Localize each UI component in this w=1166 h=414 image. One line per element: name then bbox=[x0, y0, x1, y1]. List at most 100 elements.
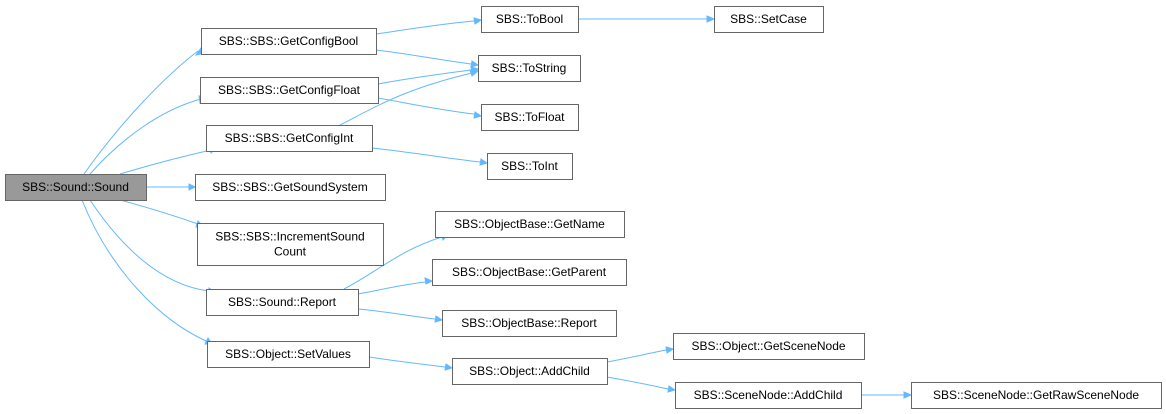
node-tofloat[interactable]: SBS::ToFloat bbox=[481, 104, 579, 131]
edge-line bbox=[339, 72, 473, 126]
arrowhead bbox=[470, 60, 480, 68]
edge-line bbox=[81, 199, 207, 342]
edge-getconfigbool-to-tostring bbox=[375, 49, 480, 68]
node-label: SBS::Sound::Report bbox=[228, 295, 337, 309]
node-scenenodeaddchild[interactable]: SBS::SceneNode::AddChild bbox=[675, 382, 862, 409]
node-report[interactable]: SBS::Sound::Report bbox=[206, 289, 359, 316]
edge-line bbox=[375, 20, 475, 35]
edge-getconfigint-to-toint bbox=[371, 147, 489, 166]
node-box bbox=[487, 153, 573, 180]
node-tostring[interactable]: SBS::ToString bbox=[478, 55, 581, 82]
edge-sound-to-getsoundsystem bbox=[146, 183, 197, 191]
edge-report-to-objreport bbox=[357, 308, 444, 323]
node-box bbox=[442, 310, 617, 337]
node-getsoundsystem[interactable]: SBS::SBS::GetSoundSystem bbox=[195, 174, 386, 201]
node-label: SBS::ToString bbox=[492, 61, 567, 75]
edge-getconfigfloat-to-tofloat bbox=[377, 97, 483, 119]
node-setvalues[interactable]: SBS::Object::SetValues bbox=[207, 341, 370, 368]
edge-line bbox=[371, 147, 481, 163]
edge-getconfigbool-to-tobool bbox=[375, 17, 483, 35]
arrowhead bbox=[473, 17, 483, 25]
node-label: SBS::Object::SetValues bbox=[225, 347, 351, 361]
node-getparent[interactable]: SBS::ObjectBase::GetParent bbox=[432, 259, 627, 286]
node-objreport[interactable]: SBS::ObjectBase::Report bbox=[442, 310, 617, 337]
edge-line bbox=[368, 356, 446, 368]
node-label: SBS::SBS::GetSoundSystem bbox=[212, 180, 367, 194]
node-layer: SBS::Sound::Sound SBS::SBS::GetConfigBool… bbox=[5, 6, 1162, 409]
edge-getconfigint-to-tostring bbox=[339, 69, 480, 126]
node-box bbox=[452, 358, 608, 385]
node-label: SBS::ObjectBase::Report bbox=[461, 316, 597, 330]
node-sound[interactable]: SBS::Sound::Sound bbox=[5, 174, 147, 201]
node-getconfigbool[interactable]: SBS::SBS::GetConfigBool bbox=[201, 28, 377, 55]
node-getrawscenenode[interactable]: SBS::SceneNode::GetRawSceneNode bbox=[911, 382, 1162, 409]
edge-line bbox=[357, 308, 436, 320]
node-label: SBS::SBS::GetConfigFloat bbox=[218, 83, 361, 97]
edge-line bbox=[606, 376, 669, 390]
node-label: Count bbox=[274, 245, 307, 259]
arrowhead bbox=[424, 277, 434, 285]
node-setcase[interactable]: SBS::SetCase bbox=[714, 6, 824, 33]
node-getconfigfloat[interactable]: SBS::SBS::GetConfigFloat bbox=[200, 77, 379, 104]
arrowhead bbox=[706, 15, 716, 23]
edge-sound-to-report bbox=[89, 199, 216, 296]
node-box bbox=[435, 211, 625, 238]
node-box bbox=[481, 6, 579, 33]
edge-line bbox=[343, 236, 443, 290]
node-addchild[interactable]: SBS::Object::AddChild bbox=[452, 358, 608, 385]
node-box bbox=[481, 104, 579, 131]
edge-sound-to-incrementsoundcount bbox=[119, 199, 206, 228]
node-box bbox=[195, 174, 386, 201]
arrowhead bbox=[434, 315, 444, 323]
edge-sound-to-getconfigbool bbox=[83, 47, 205, 175]
node-box bbox=[5, 174, 147, 201]
arrowhead bbox=[469, 69, 480, 77]
edge-line bbox=[377, 97, 475, 115]
edge-line bbox=[119, 149, 212, 175]
edge-line bbox=[119, 199, 199, 225]
arrowhead bbox=[903, 391, 913, 399]
node-toint[interactable]: SBS::ToInt bbox=[487, 153, 573, 180]
node-label: SBS::SBS::GetConfigInt bbox=[225, 131, 354, 145]
edge-line bbox=[377, 69, 472, 85]
edge-line bbox=[89, 199, 210, 292]
node-box bbox=[673, 333, 865, 360]
node-label: SBS::SceneNode::GetRawSceneNode bbox=[933, 388, 1139, 402]
node-label: SBS::SceneNode::AddChild bbox=[694, 388, 843, 402]
node-label: SBS::Object::GetSceneNode bbox=[691, 339, 845, 353]
edge-setvalues-to-addchild bbox=[368, 356, 454, 371]
node-box bbox=[201, 28, 377, 55]
arrowhead bbox=[473, 111, 483, 119]
node-label: SBS::ObjectBase::GetName bbox=[454, 217, 605, 231]
node-label: SBS::ToFloat bbox=[494, 110, 565, 124]
edge-sound-to-getconfigfloat bbox=[89, 95, 208, 175]
arrowhead bbox=[665, 346, 675, 354]
edge-line bbox=[83, 50, 199, 175]
node-box bbox=[432, 259, 627, 286]
node-box bbox=[206, 289, 359, 316]
arrowhead bbox=[444, 363, 454, 371]
node-label: SBS::Sound::Sound bbox=[22, 180, 129, 194]
node-label: SBS::Object::AddChild bbox=[469, 364, 590, 378]
node-box bbox=[197, 223, 384, 266]
edge-scenenodeaddchild-to-getrawscenenode bbox=[861, 391, 913, 399]
edge-line bbox=[606, 349, 667, 363]
node-box bbox=[675, 382, 862, 409]
edge-line bbox=[375, 49, 472, 65]
node-box bbox=[714, 6, 824, 33]
node-tobool[interactable]: SBS::ToBool bbox=[481, 6, 579, 33]
node-getname[interactable]: SBS::ObjectBase::GetName bbox=[435, 211, 625, 238]
edge-sound-to-getconfigint bbox=[119, 145, 217, 175]
node-getscenenode[interactable]: SBS::Object::GetSceneNode bbox=[673, 333, 865, 360]
arrowhead bbox=[188, 183, 197, 191]
edge-line bbox=[89, 98, 202, 175]
arrowhead bbox=[479, 158, 489, 166]
node-getconfigint[interactable]: SBS::SBS::GetConfigInt bbox=[206, 125, 373, 152]
node-label: SBS::ToInt bbox=[501, 159, 558, 173]
node-box bbox=[206, 125, 373, 152]
node-label: SBS::ObjectBase::GetParent bbox=[452, 265, 607, 279]
node-label: SBS::SetCase bbox=[730, 12, 807, 26]
node-label: SBS::ToBool bbox=[496, 12, 563, 26]
